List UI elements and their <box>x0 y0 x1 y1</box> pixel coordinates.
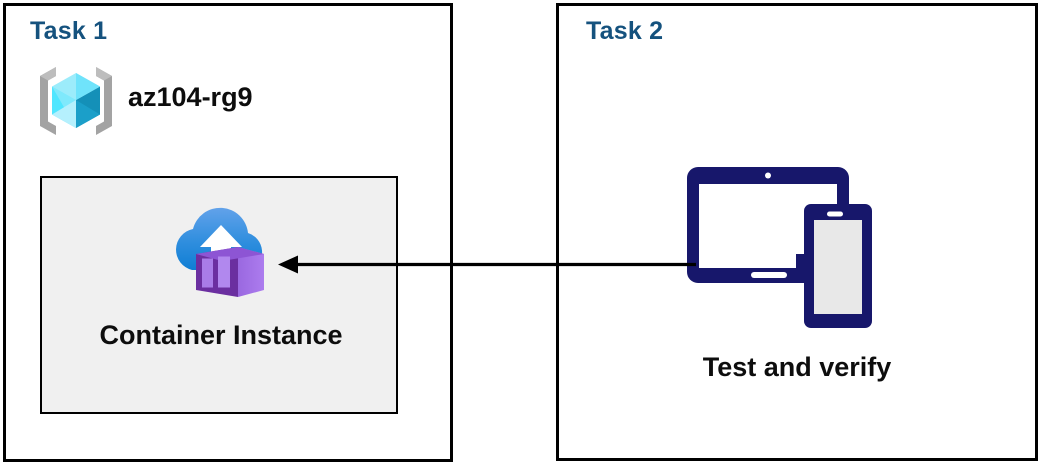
task-2-title: Task 2 <box>586 17 664 45</box>
resource-group-row: az104-rg9 <box>30 62 310 140</box>
azure-container-instance-icon <box>165 200 277 300</box>
task-1-title: Task 1 <box>30 17 108 45</box>
tablet-and-phone-icon <box>684 162 874 332</box>
container-instance-label: Container Instance <box>99 320 343 350</box>
azure-resource-group-icon <box>30 64 122 138</box>
arrow-task2-to-container-instance <box>272 252 697 278</box>
test-and-verify-label: Test and verify <box>702 352 892 382</box>
resource-group-label: az104-rg9 <box>128 82 253 112</box>
container-instance-box: Container Instance <box>40 176 398 414</box>
